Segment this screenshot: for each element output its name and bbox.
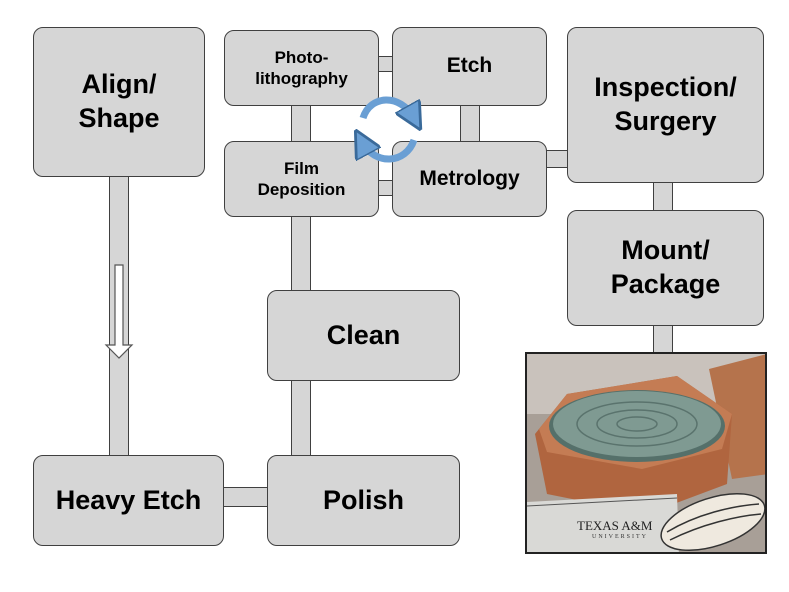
node-heavy-etch: Heavy Etch — [33, 455, 224, 546]
ruler-label: TEXAS A&M — [577, 518, 653, 533]
cycle-arrow-bottom — [362, 140, 418, 163]
node-inspection-surgery: Inspection/ Surgery — [567, 27, 764, 183]
node-align-shape: Align/ Shape — [33, 27, 205, 177]
node-photolithography: Photo- lithography — [224, 30, 379, 106]
node-polish: Polish — [267, 455, 460, 546]
ruler-sublabel: UNIVERSITY — [592, 534, 648, 540]
node-etch: Etch — [392, 27, 547, 106]
node-mount-package: Mount/ Package — [567, 210, 764, 326]
node-clean: Clean — [267, 290, 460, 381]
device-photo-illustration — [527, 354, 765, 552]
flow-down-arrow — [104, 264, 134, 359]
cycle-arrow-top — [359, 96, 414, 118]
device-photo: TEXAS A&M UNIVERSITY — [525, 352, 767, 554]
node-film-deposition: Film Deposition — [224, 141, 379, 217]
node-metrology: Metrology — [392, 141, 547, 217]
